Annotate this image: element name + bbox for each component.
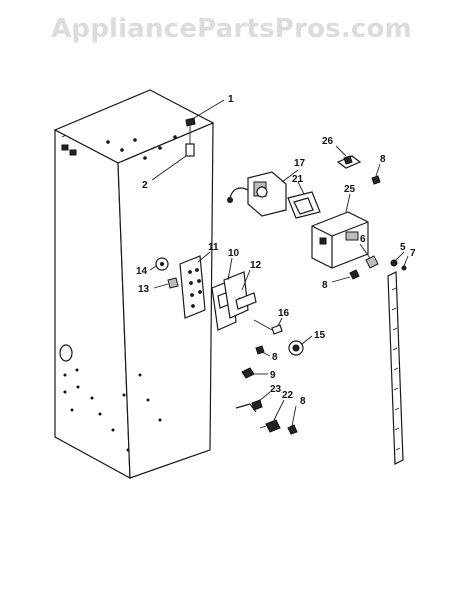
- callout-9: 9: [270, 370, 276, 381]
- callout-25: 25: [344, 184, 356, 195]
- callout-16: 16: [278, 308, 290, 319]
- callout-23: 23: [270, 384, 282, 395]
- part-mount: [211, 271, 257, 331]
- watermark-text: AppliancePartsPros.com: [51, 14, 412, 44]
- part-screw: [255, 175, 381, 435]
- callout-14: 14: [136, 266, 148, 277]
- callout-8: 8: [380, 154, 386, 165]
- part-bracket: [336, 155, 362, 169]
- callout-11: 11: [208, 242, 219, 253]
- callout-2: 2: [142, 180, 148, 191]
- callout-17: 17: [294, 158, 306, 169]
- part-knob: [155, 257, 179, 289]
- callout-8d: 8: [300, 396, 306, 407]
- callout-8b: 8: [322, 280, 328, 291]
- part-clip: [253, 319, 304, 356]
- cabinet: [53, 89, 215, 480]
- callout-1: 1: [228, 94, 234, 105]
- part-frame: [287, 191, 321, 219]
- callout-26: 26: [322, 136, 334, 147]
- callout-15: 15: [314, 330, 326, 341]
- callout-12: 12: [250, 260, 262, 271]
- callout-13: 13: [138, 284, 150, 295]
- leader-lines: [149, 99, 409, 427]
- callout-10: 10: [228, 248, 240, 259]
- part-housing: [311, 211, 369, 269]
- callout-21: 21: [292, 174, 304, 185]
- part-plate: [179, 255, 206, 319]
- callout-22: 22: [282, 390, 294, 401]
- part-switch: [227, 171, 287, 217]
- callout-5: 5: [400, 242, 406, 253]
- callout-6: 6: [360, 234, 366, 245]
- callout-labels: 1 2 26 8 17 21 25 6 5 7 11 10 14 12 13 8…: [136, 94, 416, 407]
- part-fastener: [235, 367, 281, 433]
- part-rail: [365, 255, 407, 465]
- callout-7: 7: [410, 248, 416, 259]
- part-connector: [185, 117, 196, 157]
- callout-8c: 8: [272, 352, 278, 363]
